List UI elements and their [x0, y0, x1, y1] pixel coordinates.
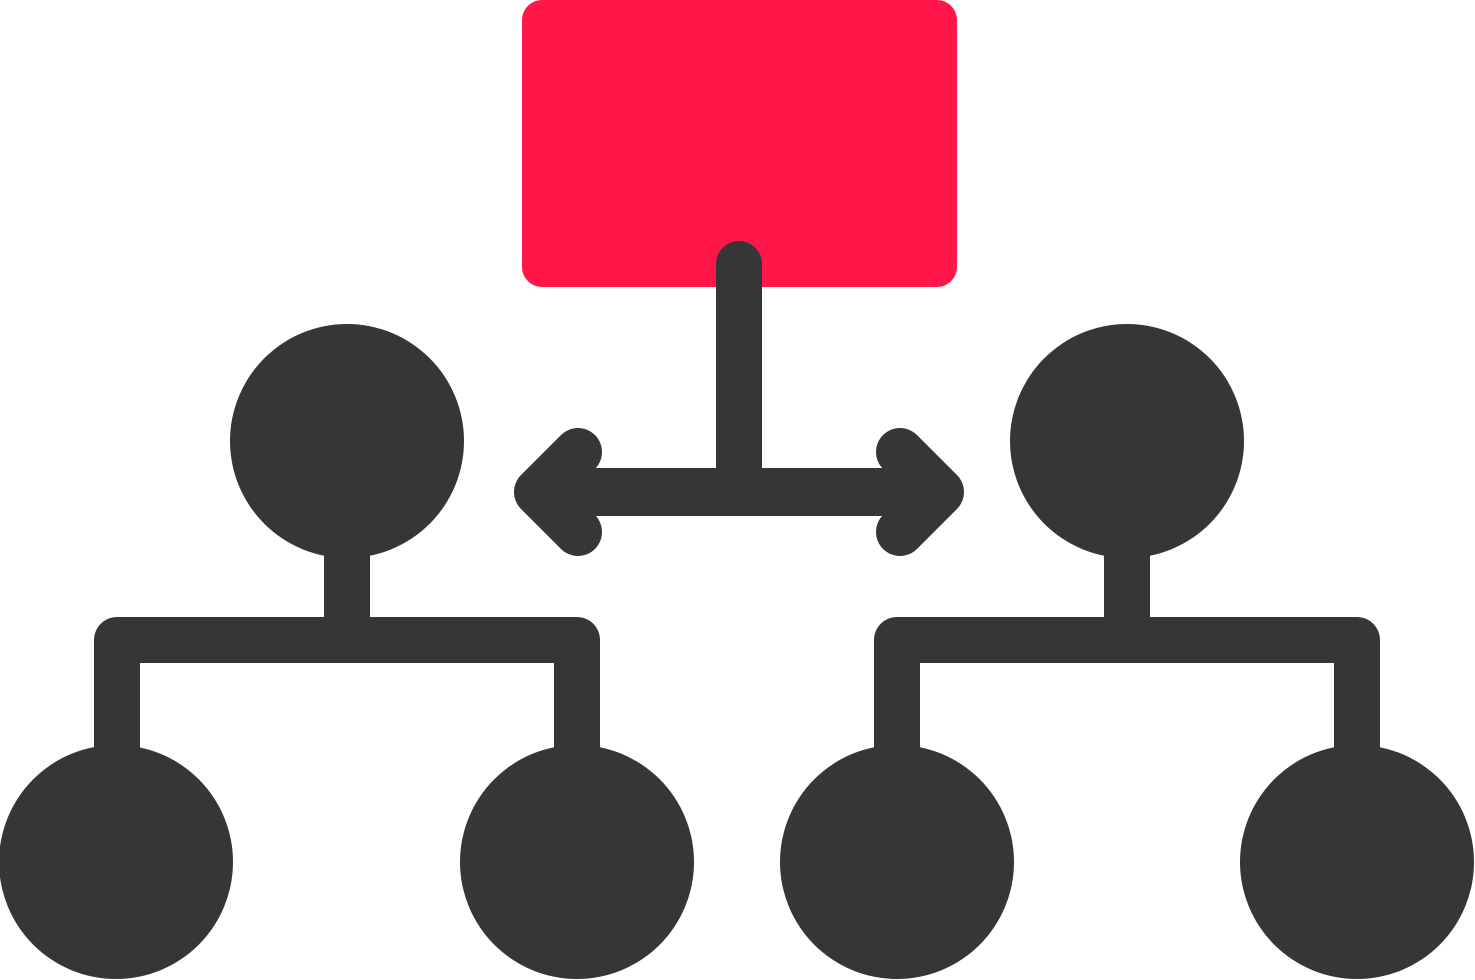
right-child-node-2 [1240, 745, 1474, 979]
bidirectional-arrow-icon [514, 428, 964, 556]
right-parent-node [1010, 324, 1244, 558]
right-branch-connector [874, 617, 1380, 760]
root-node-rectangle [522, 0, 957, 287]
left-branch-connector [94, 617, 600, 760]
left-child-node-2 [460, 745, 694, 979]
right-subtree [780, 324, 1474, 979]
right-child-node-1 [780, 745, 1014, 979]
left-subtree [0, 324, 694, 979]
left-parent-node [230, 324, 464, 558]
arrow-left-head [514, 428, 602, 556]
arrow-right-head [876, 428, 964, 556]
left-child-node-1 [0, 745, 233, 979]
